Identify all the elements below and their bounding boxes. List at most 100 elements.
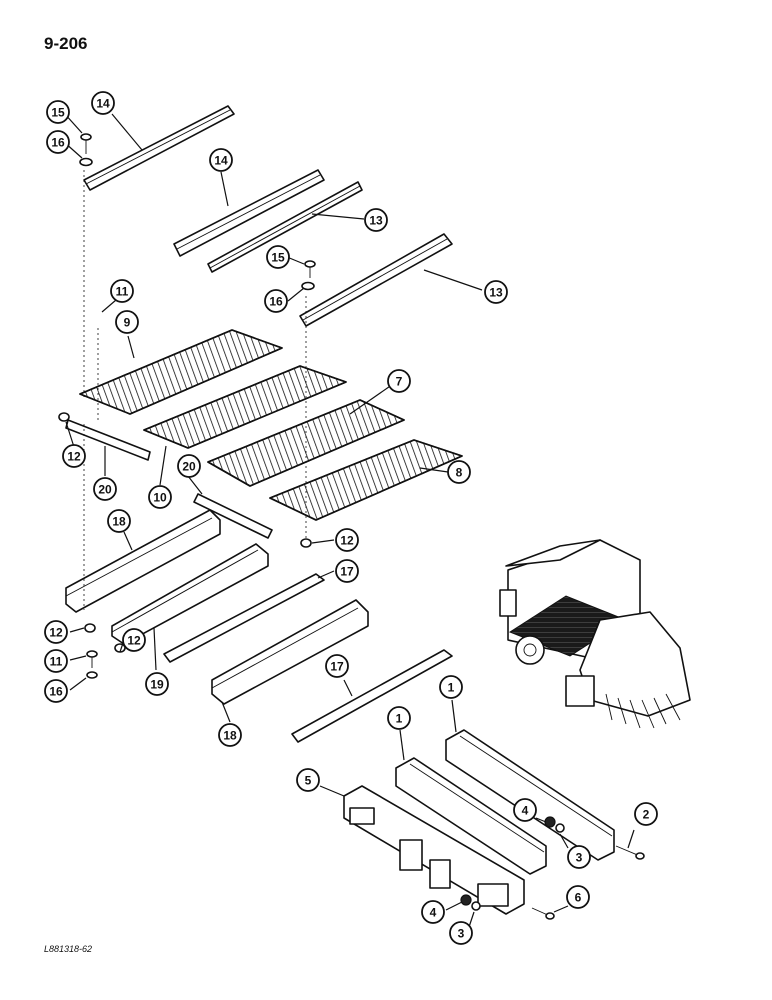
bolt-icon — [79, 133, 93, 167]
callout-18: 18 — [218, 723, 242, 747]
callout-label: 11 — [50, 655, 63, 669]
floor-panel-9 — [79, 329, 283, 415]
callout-12: 12 — [335, 528, 359, 552]
rail-13-middle — [207, 181, 363, 273]
callout-label: 4 — [430, 906, 437, 920]
callout-label: 14 — [214, 154, 228, 168]
callout-20: 20 — [93, 477, 117, 501]
callout-label: 13 — [489, 286, 503, 300]
callout-label: 20 — [98, 483, 112, 497]
channel-19 — [111, 543, 269, 645]
callout-label: 15 — [271, 251, 285, 265]
floor-panel-8 — [269, 439, 463, 521]
callout-label: 16 — [49, 685, 63, 699]
callout-3: 3 — [567, 845, 591, 869]
callout-label: 12 — [127, 634, 141, 648]
channel-18-upper — [65, 509, 221, 613]
callout-label: 18 — [112, 515, 126, 529]
callout-label: 20 — [182, 460, 196, 474]
rail-14-top — [83, 105, 235, 191]
callout-14: 14 — [91, 91, 115, 115]
callout-20: 20 — [177, 454, 201, 478]
strip-20-middle — [193, 493, 273, 539]
callout-label: 17 — [340, 565, 354, 579]
callout-label: 1 — [396, 712, 403, 726]
callout-11: 11 — [110, 279, 134, 303]
washer-icon — [471, 901, 481, 911]
page-number: 9-206 — [44, 34, 88, 53]
callout-6: 6 — [566, 885, 590, 909]
callout-label: 2 — [643, 808, 650, 822]
callout-label: 16 — [269, 295, 283, 309]
bolt-icon — [531, 907, 555, 920]
callout-label: 1 — [448, 681, 455, 695]
callout-label: 5 — [305, 774, 312, 788]
callout-5: 5 — [296, 768, 320, 792]
callout-label: 18 — [223, 729, 237, 743]
callout-label: 8 — [456, 466, 463, 480]
frame-5 — [343, 785, 525, 915]
channel-18-lower — [211, 599, 369, 705]
callout-label: 11 — [116, 285, 129, 299]
rail-14-middle — [173, 169, 325, 257]
callout-13: 13 — [484, 280, 508, 304]
callout-15: 15 — [46, 100, 70, 124]
callout-15: 15 — [266, 245, 290, 269]
callout-label: 12 — [340, 534, 354, 548]
callout-label: 15 — [51, 106, 65, 120]
callout-label: 7 — [396, 375, 403, 389]
callout-1: 1 — [439, 675, 463, 699]
callout-12: 12 — [122, 628, 146, 652]
callout-14: 14 — [209, 148, 233, 172]
callout-16: 16 — [46, 130, 70, 154]
callout-2: 2 — [634, 802, 658, 826]
callout-18: 18 — [107, 509, 131, 533]
cross-member-1-right — [445, 729, 615, 861]
cotton-picker-locator-icon — [499, 539, 691, 729]
channel-17-upper — [163, 573, 325, 663]
callout-label: 9 — [124, 316, 131, 330]
callout-label: 3 — [576, 851, 583, 865]
floor-panel-10 — [143, 365, 347, 449]
nut-icon — [58, 412, 70, 422]
washer-icon — [555, 823, 565, 833]
nut-icon — [84, 623, 96, 633]
callout-11: 11 — [44, 649, 68, 673]
callout-19: 19 — [145, 672, 169, 696]
callout-13: 13 — [364, 208, 388, 232]
callout-label: 6 — [575, 891, 582, 905]
nut-icon — [460, 894, 472, 906]
callout-label: 3 — [458, 927, 465, 941]
callout-4: 4 — [513, 798, 537, 822]
channel-17-lower — [291, 649, 453, 743]
callout-label: 12 — [49, 626, 63, 640]
callout-17: 17 — [335, 559, 359, 583]
callout-label: 19 — [150, 678, 164, 692]
callout-label: 4 — [522, 804, 529, 818]
callout-label: 14 — [96, 97, 110, 111]
callout-label: 12 — [67, 450, 81, 464]
nut-icon — [300, 538, 312, 548]
callout-7: 7 — [387, 369, 411, 393]
nut-icon — [544, 816, 556, 828]
callout-label: 13 — [369, 214, 383, 228]
bolt-icon — [86, 650, 98, 679]
rail-13-right — [299, 233, 453, 327]
figure-code: L881318-62 — [44, 944, 93, 954]
callout-label: 16 — [51, 136, 65, 150]
callout-3: 3 — [449, 921, 473, 945]
callout-4: 4 — [421, 900, 445, 924]
callout-16: 16 — [264, 289, 288, 313]
callout-1: 1 — [387, 706, 411, 730]
callout-12: 12 — [62, 444, 86, 468]
bolt-icon — [301, 260, 316, 291]
callout-label: 17 — [330, 660, 344, 674]
callout-9: 9 — [115, 310, 139, 334]
callout-17: 17 — [325, 654, 349, 678]
callout-label: 10 — [153, 491, 167, 505]
cross-member-1-left — [395, 757, 547, 875]
callout-10: 10 — [148, 485, 172, 509]
callout-16: 16 — [44, 679, 68, 703]
callout-12: 12 — [44, 620, 68, 644]
